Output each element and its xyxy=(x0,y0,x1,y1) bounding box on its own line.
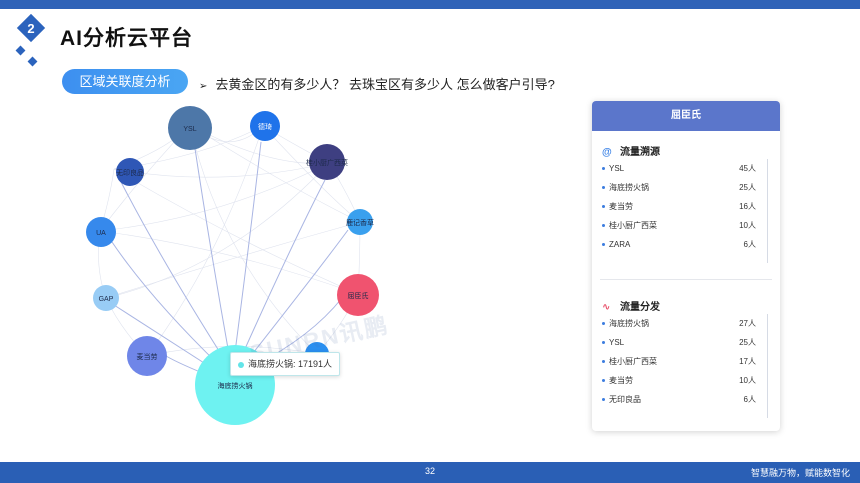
footer-bar: 32 智慧融万物，赋能数智化 xyxy=(0,462,860,483)
at-sign-icon: @ xyxy=(602,147,612,158)
svg-text:屈臣氏: 屈臣氏 xyxy=(348,291,369,300)
item-value: 27人 xyxy=(739,319,756,328)
relationship-graph[interactable]: YSL 德琦 无印良品 桂小厨广西菜 UA 鹿记香草 xyxy=(70,98,400,428)
source-scrollbar[interactable] xyxy=(767,159,768,263)
list-item[interactable]: 无印良品 6人 xyxy=(602,390,768,409)
page-title: AI分析云平台 xyxy=(60,27,193,50)
item-name: 海底捞火锅 xyxy=(609,183,649,192)
svg-text:UA: UA xyxy=(96,230,106,237)
item-name: ZARA xyxy=(609,240,631,249)
item-value: 6人 xyxy=(743,240,756,249)
top-accent-bar xyxy=(0,0,860,9)
list-item[interactable]: ZARA 6人 xyxy=(602,235,768,254)
source-title-text: 流量溯源 xyxy=(620,147,660,158)
graph-node-luji[interactable]: 鹿记香草 xyxy=(346,209,374,235)
list-item[interactable]: 海底捞火锅 27人 xyxy=(602,314,768,333)
bullet-dot xyxy=(602,322,605,326)
item-value: 6人 xyxy=(743,395,756,404)
item-value: 25人 xyxy=(739,183,756,192)
panel-header: 屈臣氏 xyxy=(592,101,780,131)
source-section-title: @ 流量溯源 xyxy=(602,143,660,158)
list-item[interactable]: 桂小厨广西菜 17人 xyxy=(602,352,768,371)
section-logo: 2 xyxy=(10,13,60,70)
list-item[interactable]: YSL 45人 xyxy=(602,159,768,178)
item-value: 45人 xyxy=(739,164,756,173)
list-item[interactable]: 海底捞火锅 25人 xyxy=(602,178,768,197)
graph-tooltip: 海底捞火锅: 17191人 xyxy=(230,352,341,376)
svg-text:YSL: YSL xyxy=(183,126,196,133)
svg-text:桂小厨广西菜: 桂小厨广西菜 xyxy=(306,158,348,167)
question-text: 去黄金区的有多少人？ 去珠宝区有多少人 怎么做客户引导? xyxy=(215,77,555,92)
pulse-icon: ∿ xyxy=(602,302,611,313)
badge-number: 2 xyxy=(27,21,34,36)
guiding-question: ➢ 去黄金区的有多少人？ 去珠宝区有多少人 怎么做客户引导? xyxy=(199,74,555,93)
list-item[interactable]: YSL 25人 xyxy=(602,333,768,352)
item-value: 25人 xyxy=(739,338,756,347)
item-value: 16人 xyxy=(739,202,756,211)
bullet-dot xyxy=(602,360,605,364)
source-list[interactable]: YSL 45人 海底捞火锅 25人 麦当劳 16人 桂小厨广西菜 10人 ZARA 6人 xyxy=(602,159,768,254)
dist-title-text: 流量分发 xyxy=(620,302,660,313)
item-name: YSL xyxy=(609,338,625,347)
svg-text:鹿记香草: 鹿记香草 xyxy=(346,218,374,227)
dist-scrollbar[interactable] xyxy=(767,314,768,418)
graph-flow-edges xyxy=(111,141,349,377)
tooltip-marker xyxy=(238,361,244,368)
bullet-dot xyxy=(602,205,605,209)
dist-section-title: ∿ 流量分发 xyxy=(602,298,660,313)
bullet-dot xyxy=(602,224,605,228)
dist-list[interactable]: 海底捞火锅 27人 YSL 25人 桂小厨广西菜 17人 麦当劳 10人 无印良品 6人 xyxy=(602,314,768,409)
item-name: 麦当劳 xyxy=(609,376,633,385)
svg-text:GAP: GAP xyxy=(99,296,114,303)
list-item[interactable]: 麦当劳 16人 xyxy=(602,197,768,216)
svg-text:海底捞火锅: 海底捞火锅 xyxy=(218,381,253,390)
graph-node-watsons[interactable]: 屈臣氏 xyxy=(337,274,379,316)
item-name: 麦当劳 xyxy=(609,202,633,211)
item-name: 海底捞火锅 xyxy=(609,319,649,328)
tooltip-text: 海底捞火锅: 17191人 xyxy=(248,359,333,369)
bullet-dot xyxy=(602,398,605,402)
graph-node-deqi[interactable]: 德琦 xyxy=(250,111,280,141)
bullet-dot xyxy=(602,379,605,383)
item-value: 17人 xyxy=(739,357,756,366)
arrowhead-icon: ➢ xyxy=(199,81,208,92)
list-item[interactable]: 麦当劳 10人 xyxy=(602,371,768,390)
item-value: 10人 xyxy=(739,376,756,385)
section-divider xyxy=(600,279,772,280)
graph-nodes: YSL 德琦 无印良品 桂小厨广西菜 UA 鹿记香草 xyxy=(86,106,379,425)
footer-slogan: 智慧融万物，赋能数智化 xyxy=(750,468,850,478)
bullet-dot xyxy=(602,341,605,345)
svg-text:无印良品: 无印良品 xyxy=(116,168,144,177)
item-value: 10人 xyxy=(739,221,756,230)
svg-text:德琦: 德琦 xyxy=(258,122,272,131)
item-name: YSL xyxy=(609,164,625,173)
flow-detail-panel: 屈臣氏 @ 流量溯源 YSL 45人 海底捞火锅 25人 麦当劳 16人 桂小厨广西菜 1… xyxy=(592,101,780,431)
bullet-dot xyxy=(602,243,605,247)
graph-node-guixiaochu[interactable]: 桂小厨广西菜 xyxy=(306,144,348,180)
page-number: 32 xyxy=(424,466,435,476)
svg-text:麦当劳: 麦当劳 xyxy=(137,352,158,361)
list-item[interactable]: 桂小厨广西菜 10人 xyxy=(602,216,768,235)
graph-node-ysl[interactable]: YSL xyxy=(168,106,212,150)
item-name: 桂小厨广西菜 xyxy=(609,221,657,230)
diamond-badge-icon xyxy=(15,13,46,67)
graph-node-ua[interactable]: UA xyxy=(86,217,116,247)
bullet-dot xyxy=(602,186,605,190)
item-name: 无印良品 xyxy=(609,395,641,404)
graph-node-gap[interactable]: GAP xyxy=(93,285,119,311)
graph-node-muji[interactable]: 无印良品 xyxy=(116,158,144,186)
item-name: 桂小厨广西菜 xyxy=(609,357,657,366)
graph-node-mcdonalds[interactable]: 麦当劳 xyxy=(127,336,167,376)
bullet-dot xyxy=(602,167,605,171)
section-tag-pill: 区域关联度分析 xyxy=(62,69,188,94)
